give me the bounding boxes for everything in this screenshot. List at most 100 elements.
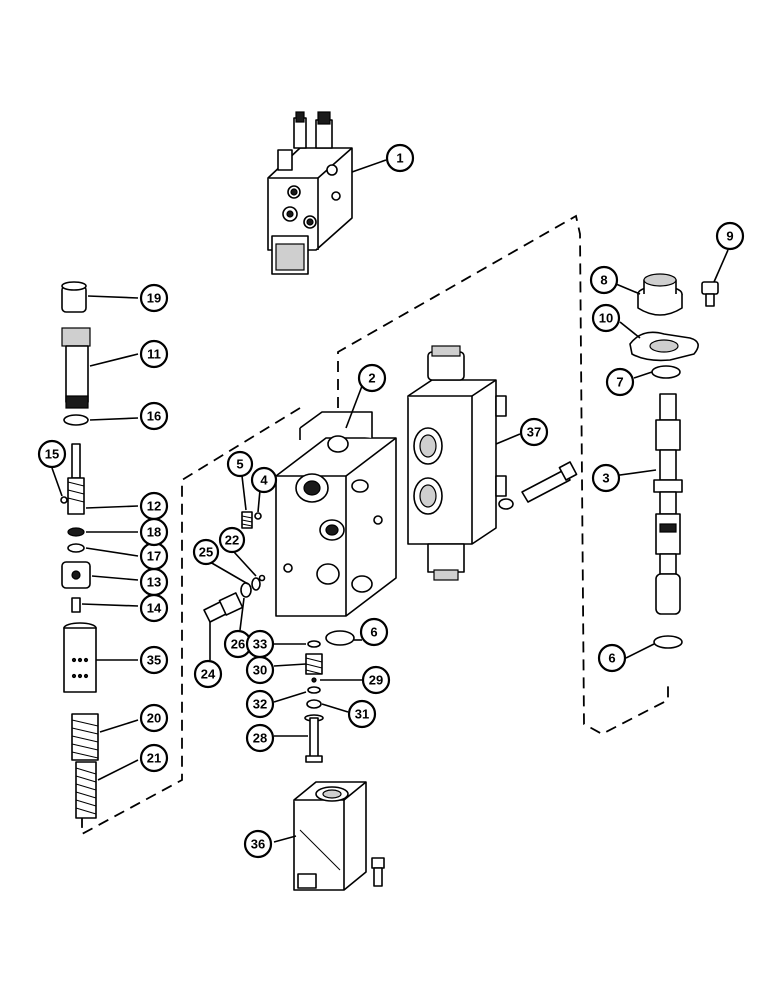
svg-text:8: 8 bbox=[600, 273, 607, 288]
svg-text:31: 31 bbox=[355, 707, 369, 722]
svg-text:6: 6 bbox=[370, 625, 377, 640]
washer-part-32 bbox=[307, 686, 321, 694]
dashed-group-outline-left bbox=[81, 407, 301, 836]
svg-text:33: 33 bbox=[253, 637, 267, 652]
svg-text:17: 17 bbox=[147, 549, 161, 564]
spring-part-21 bbox=[75, 761, 97, 819]
seal-ring-part-7 bbox=[651, 365, 681, 379]
svg-text:12: 12 bbox=[147, 499, 161, 514]
ball-part-29 bbox=[311, 677, 317, 683]
callout-7: 7 bbox=[605, 367, 635, 397]
svg-text:19: 19 bbox=[147, 291, 161, 306]
screw-near-36 bbox=[371, 857, 385, 887]
callout-6-right: 6 bbox=[597, 643, 627, 673]
end-cap-part-36 bbox=[293, 781, 367, 891]
valve-body-part-2 bbox=[275, 411, 397, 617]
svg-text:22: 22 bbox=[225, 533, 239, 548]
leader-lines bbox=[51, 159, 729, 843]
callout-25: 25 bbox=[192, 538, 220, 566]
callout-17: 17 bbox=[139, 541, 169, 571]
plug-part-11 bbox=[61, 327, 91, 409]
pin-part-28 bbox=[304, 714, 324, 763]
svg-text:4: 4 bbox=[260, 473, 268, 488]
callout-28: 28 bbox=[245, 723, 275, 753]
washer-part-18 bbox=[67, 527, 85, 537]
svg-text:30: 30 bbox=[253, 663, 267, 678]
callout-13: 13 bbox=[139, 567, 169, 597]
callout-1: 1 bbox=[385, 143, 415, 173]
svg-text:28: 28 bbox=[253, 731, 267, 746]
callout-12: 12 bbox=[139, 491, 169, 521]
svg-text:37: 37 bbox=[527, 425, 541, 440]
svg-text:18: 18 bbox=[147, 525, 161, 540]
valve-assembly-part-1 bbox=[267, 111, 353, 275]
callout-32: 32 bbox=[245, 689, 275, 719]
svg-text:7: 7 bbox=[616, 375, 623, 390]
gasket-part-10 bbox=[629, 331, 699, 362]
callout-8: 8 bbox=[589, 265, 619, 295]
callout-26: 26 bbox=[223, 629, 253, 659]
ball-part-4 bbox=[254, 512, 262, 520]
svg-text:3: 3 bbox=[602, 471, 609, 486]
callout-33: 33 bbox=[245, 629, 275, 659]
svg-text:36: 36 bbox=[251, 837, 265, 852]
o-ring-part-31 bbox=[306, 699, 322, 709]
svg-text:29: 29 bbox=[369, 673, 383, 688]
o-ring-part-6-center bbox=[325, 630, 355, 646]
svg-text:9: 9 bbox=[726, 229, 733, 244]
callout-20: 20 bbox=[139, 703, 169, 733]
callout-30: 30 bbox=[245, 655, 275, 685]
callout-15: 15 bbox=[37, 439, 67, 469]
callout-5: 5 bbox=[226, 450, 254, 478]
svg-text:25: 25 bbox=[199, 545, 213, 560]
ball-part-15 bbox=[60, 496, 68, 504]
svg-text:15: 15 bbox=[45, 447, 59, 462]
callout-31: 31 bbox=[347, 699, 377, 729]
dashed-group-outline-top bbox=[337, 214, 669, 736]
spool-part-12 bbox=[67, 443, 85, 515]
svg-text:24: 24 bbox=[201, 667, 216, 682]
svg-text:6: 6 bbox=[608, 651, 615, 666]
callout-21: 21 bbox=[139, 743, 169, 773]
callout-3: 3 bbox=[591, 463, 621, 493]
spring-part-30 bbox=[305, 653, 323, 675]
callout-22: 22 bbox=[218, 526, 246, 554]
washer-part-17 bbox=[67, 543, 85, 553]
callout-35: 35 bbox=[139, 645, 169, 675]
callout-16: 16 bbox=[139, 401, 169, 431]
cap-screw bbox=[498, 461, 578, 510]
callout-4: 4 bbox=[250, 466, 278, 494]
svg-text:21: 21 bbox=[147, 751, 161, 766]
svg-text:35: 35 bbox=[147, 653, 161, 668]
cap-part-8 bbox=[637, 273, 683, 316]
screw-part-14 bbox=[71, 597, 81, 613]
sleeve-part-35 bbox=[63, 622, 97, 693]
callout-37: 37 bbox=[519, 417, 549, 447]
svg-text:10: 10 bbox=[599, 311, 613, 326]
o-ring-part-25 bbox=[251, 577, 261, 591]
callout-9: 9 bbox=[715, 221, 745, 251]
svg-text:11: 11 bbox=[147, 347, 161, 362]
callout-10: 10 bbox=[591, 303, 621, 333]
svg-text:20: 20 bbox=[147, 711, 161, 726]
svg-text:13: 13 bbox=[147, 575, 161, 590]
cap-part-19 bbox=[61, 281, 87, 313]
svg-text:26: 26 bbox=[231, 637, 245, 652]
callout-29: 29 bbox=[361, 665, 391, 695]
retainer-part-13 bbox=[61, 561, 91, 589]
callout-18: 18 bbox=[139, 517, 169, 547]
plug-part-24 bbox=[203, 592, 244, 623]
svg-text:5: 5 bbox=[236, 457, 243, 472]
spring-part-20 bbox=[71, 713, 99, 761]
screw-part-9 bbox=[701, 281, 719, 307]
o-ring-part-26 bbox=[240, 582, 252, 598]
svg-text:16: 16 bbox=[147, 409, 161, 424]
callout-6-center: 6 bbox=[359, 617, 389, 647]
spool-part-3 bbox=[653, 393, 683, 615]
spring-part-5 bbox=[241, 511, 253, 529]
ball-part-22 bbox=[258, 574, 266, 582]
svg-text:2: 2 bbox=[368, 371, 375, 386]
svg-text:32: 32 bbox=[253, 697, 267, 712]
callout-14: 14 bbox=[139, 593, 169, 623]
